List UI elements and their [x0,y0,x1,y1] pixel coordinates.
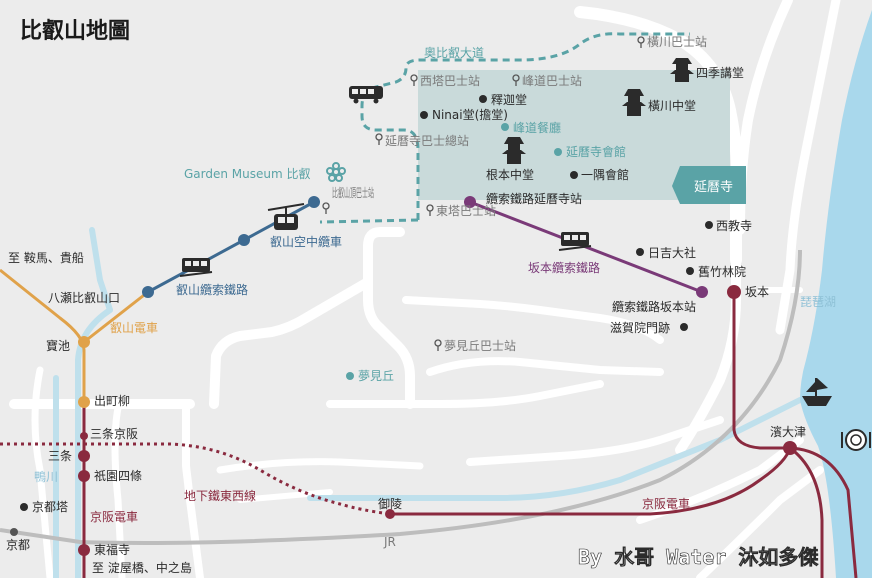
label-konpon-chudo: 根本中堂 [486,167,534,182]
label-enryakuji-bus: 延曆寺巴士總站 [385,133,469,148]
label-yumegaoka: 夢見丘 [358,369,394,383]
ship-icon [802,378,832,406]
station-sakamoto [727,285,741,299]
label-yokawa-bus: 橫川巴士站 [647,35,707,49]
pagoda-icon [622,89,646,116]
keihan-line-ishiyama-south [789,446,824,578]
label-enryakuji-hall: 延曆寺會館 [566,144,626,159]
label-eizan-ropeway: 叡山空中纜車 [270,234,342,249]
label-saito-bus: 西塔巴士站 [420,74,480,88]
label-enryakuji: 延曆寺 [694,180,733,195]
station-sanjo [78,450,90,462]
label-gion-shijo: 祇園四條 [94,469,142,483]
bus-stop-pin-icon [637,36,645,48]
label-saikyoji: 西教寺 [716,218,752,233]
label-demachiyanagi: 出町柳 [94,394,130,408]
credit-watermark: By 水哥 Water 沐如多傑 [578,545,818,569]
station-tofukuji [78,544,90,556]
label-jr: JR [383,535,396,549]
pagoda-icon [670,58,694,82]
label-okuhiei-road: 奧比叡大道 [424,45,484,60]
label-hamaotsu: 濱大津 [770,425,806,439]
label-garden-museum: Garden Museum 比叡 [184,166,311,181]
label-toto-bus: 東塔巴士站 [436,204,496,218]
station-cable-sakamoto [696,286,708,298]
label-shaka-do: 釋迦堂 [491,92,527,107]
jr-line [0,249,802,545]
label-cable-sakamoto-station: 纜索鐵路坂本站 [612,299,696,314]
label-mine-bus: 峰道巴士站 [522,74,582,88]
okuhiei-driveway [360,32,690,220]
station-markers [10,196,797,556]
label-eizan-cable: 叡山纜索鐵路 [176,282,248,297]
label-eizan-railway: 叡山電車 [110,320,158,335]
label-sanjo-keihan: 三条京阪 [90,427,138,441]
label-kyoto-tower: 京都塔 [32,500,68,514]
station-misasagi [385,509,395,519]
label-ichigu-kaikan: 一隅會館 [581,167,629,182]
label-hieizan-top-bus: 比叡山頂巴士站 [332,185,374,200]
bus-stop-pin-icon [512,74,520,86]
bus-stop-pin-icon [426,204,434,216]
label-misasagi: 御陵 [378,496,402,511]
bus-stop-pin-icon [375,133,383,145]
label-kyoto: 京都 [6,538,30,552]
station-sanjo-keihan [80,432,88,440]
label-yumegaoka-bus: 夢見丘巴士站 [444,339,516,353]
label-hiyoshi-taisha: 日吉大社 [648,245,696,260]
subway-tozai-line [0,442,391,516]
pagoda-icon [502,137,526,164]
station-hieizan-top [308,196,320,208]
poi-dots [20,95,713,511]
station-kyoto [10,528,18,536]
bus-stop-pin-icon [410,74,418,86]
bus-stop-pin-icon [322,202,330,214]
restaurant-icon [841,429,871,451]
label-ninai-do: Ninai堂(擔堂) [432,108,508,122]
label-cable-enryakuji-station: 纜索鐵路延曆寺站 [486,191,582,206]
label-keihan-right: 京阪電車 [642,497,690,511]
label-to-yodoyabashi: 至 淀屋橋、中之島 [92,560,192,575]
keihan-line-right [390,447,792,516]
label-shigain-monzeki: 滋賀院門跡 [610,320,670,335]
bus-stop-pins [322,36,645,351]
label-kyuchikurin-in: 舊竹林院 [698,264,746,279]
label-keihan-left: 京阪電車 [90,510,138,524]
label-subway-tozai: 地下鐵東西線 [184,488,256,503]
station-takaragaike [78,336,90,348]
label-yokawa-chudo: 橫川中堂 [648,98,696,113]
bus-icon [349,86,383,104]
eizan-railway-line [0,268,86,402]
rivers [53,227,803,578]
station-yase [142,286,154,298]
label-biwako: 琵琶湖 [800,294,836,309]
station-demachiyanagi [78,396,90,408]
cable-car-icon [558,232,592,251]
label-mine-restaurant: 峰道餐廳 [513,120,561,135]
label-yase-hieizanguchi: 八瀬比叡山口 [48,290,120,305]
label-sakamoto: 坂本 [745,285,769,299]
label-sanjo: 三条 [48,449,72,463]
bus-stop-pin-icon [434,339,442,351]
station-cable-enryakuji [464,196,476,208]
label-sakamoto-cable: 坂本纜索鐵路 [528,260,600,275]
label-kamogawa: 鴨川 [34,470,58,484]
okuhiei-driveway-west [319,218,419,224]
label-takaragaike: 寶池 [46,338,70,353]
cable-car-icon [179,258,213,277]
label-shiki-kodo: 四季講堂 [696,65,744,80]
label-tofukuji: 東福寺 [94,542,130,557]
eizan-railway-yase-branch [83,290,149,344]
station-hamaotsu [783,441,797,455]
enryakuji-callout [672,166,746,204]
lake-biwa [800,10,872,578]
station-ropeway-mid [238,234,250,246]
flower-icon [326,162,346,182]
label-to-kurama: 至 鞍馬、貴船 [8,250,84,265]
station-gion-shijo [78,470,90,482]
ropeway-gondola-icon [267,203,305,230]
map-title: 比叡山地圖 [20,19,130,44]
